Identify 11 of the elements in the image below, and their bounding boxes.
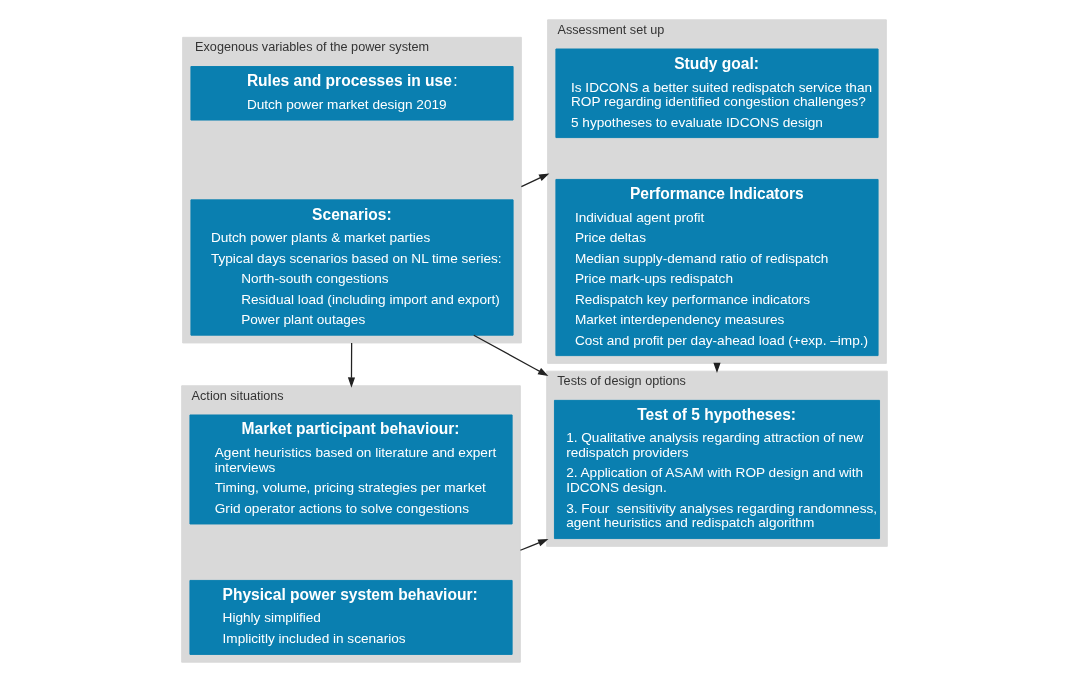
node-box: Rules and processes in use: Dutch power market design 2019 <box>189 66 514 121</box>
arrow <box>519 539 548 551</box>
node-box: Scenarios: Dutch power plants & market parties Typical days scenarios based on NL time series: North-south congestions Residual load (including import and export) Power plant outages <box>189 199 514 336</box>
node-box: Study goal: Is IDCONS a better suited redispatch service than ROP regarding identified congestion challenges? 5 hypotheses to evaluate IDCONS design <box>554 48 879 139</box>
node-box: Performance Indicators Individual agent profit Price deltas Median supply-demand ratio of redispatch Price mark-ups redispatch Redispatch key performance indicators Market interdependency measures Cost and profit per day-ahead load (+exp. –imp.) <box>554 178 879 357</box>
node-box: Test of 5 hypotheses: 1. Qualitative analysis regarding attraction of new redispatch providers 2. Application of ASAM with ROP design and with IDCONS design. 3. Four sensitivity analyses regarding randomness, agent heuristics and redispatch algorithm <box>553 399 880 540</box>
arrow <box>472 334 548 377</box>
node-box: Physical power system behaviour: Highly simplified Implicitly included in scenarios <box>188 579 513 655</box>
node-box: Market participant behaviour: Agent heuristics based on literature and expert interviews Timing, volume, pricing strategies per market Grid operator actions to solve congestions <box>188 414 513 525</box>
arrow <box>347 342 355 388</box>
arrow <box>520 173 549 188</box>
